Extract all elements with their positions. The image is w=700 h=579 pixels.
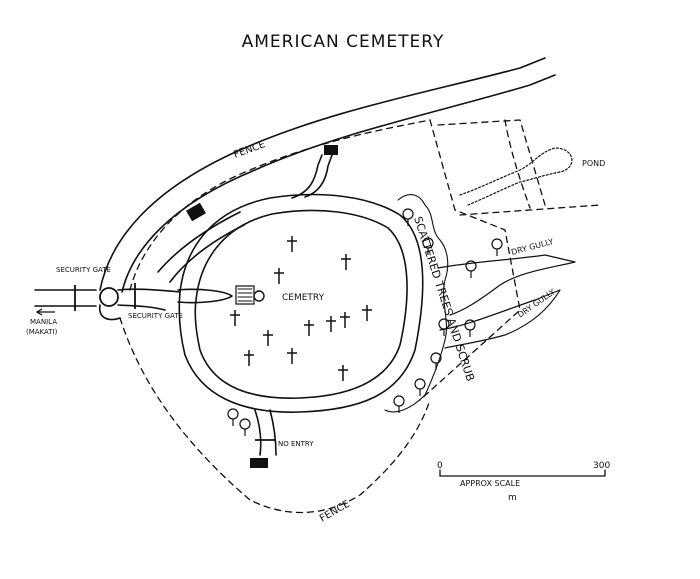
tree-icon	[402, 208, 414, 226]
scrub-label: SCATTERED TREES AND SCRUB	[411, 215, 477, 383]
buildings	[186, 145, 338, 468]
north-spur	[291, 154, 333, 199]
cross-icon	[338, 365, 348, 381]
south-building-icon	[250, 458, 268, 468]
scale-zero: 0	[437, 461, 443, 471]
link-road	[157, 211, 245, 283]
west-building-icon	[186, 202, 206, 222]
entrance-drive	[177, 285, 265, 305]
arrow-left-icon	[35, 308, 55, 316]
security-gate-marks	[74, 283, 276, 441]
cross-icon	[304, 320, 314, 336]
outer-road	[99, 57, 556, 293]
graves	[230, 236, 372, 381]
cross-icon	[263, 330, 273, 346]
map-title: AMERICAN CEMETERY	[242, 32, 445, 52]
tree-icon	[464, 319, 476, 337]
tree-icon	[227, 408, 239, 426]
tree-icon	[393, 395, 405, 413]
scale-unit: m	[508, 493, 517, 503]
fence-label-bottom: FENCE	[318, 499, 352, 525]
no-entry-label: NO ENTRY	[278, 440, 314, 448]
dry-gullies	[437, 254, 576, 349]
cross-icon	[287, 236, 297, 252]
cross-icon	[340, 312, 350, 328]
scale-bar: 0 300 APPROX SCALE m	[437, 461, 610, 503]
manila-road	[34, 289, 97, 307]
dry-gully-label-1: DRY GULLY	[510, 237, 554, 257]
cross-icon	[230, 310, 240, 326]
cross-icon	[287, 348, 297, 364]
entrance-road	[98, 288, 181, 321]
cross-icon	[326, 316, 336, 332]
north-building-icon	[324, 145, 338, 155]
tree-icon	[491, 238, 503, 256]
scale-caption: APPROX SCALE	[460, 479, 520, 488]
tree-icon	[438, 318, 450, 336]
security-gate-label-right: SECURITY GATE	[128, 312, 183, 320]
tree-icon	[422, 237, 434, 255]
tree-icon	[430, 352, 442, 370]
cross-icon	[244, 350, 254, 366]
makati-label: (MAKATI)	[26, 328, 58, 336]
scrub-boundary	[384, 194, 449, 413]
tree-icon	[239, 418, 251, 436]
trees	[227, 208, 503, 436]
tree-icon	[414, 378, 426, 396]
manila-label: MANILA	[30, 318, 57, 326]
cross-icon	[341, 254, 351, 270]
pond	[459, 147, 573, 206]
fences	[119, 119, 601, 514]
cross-icon	[274, 268, 284, 284]
security-gate-label-left: SECURITY GATE	[56, 266, 111, 274]
loop-road	[178, 193, 424, 413]
tree-icon	[465, 260, 477, 278]
scale-max: 300	[593, 461, 610, 471]
cross-icon	[362, 305, 372, 321]
cemetery-label: CEMETRY	[282, 293, 325, 303]
south-road	[254, 409, 277, 456]
pond-label: POND	[582, 159, 605, 168]
fence-label-top: FENCE	[232, 139, 267, 161]
roundabout	[99, 287, 119, 307]
